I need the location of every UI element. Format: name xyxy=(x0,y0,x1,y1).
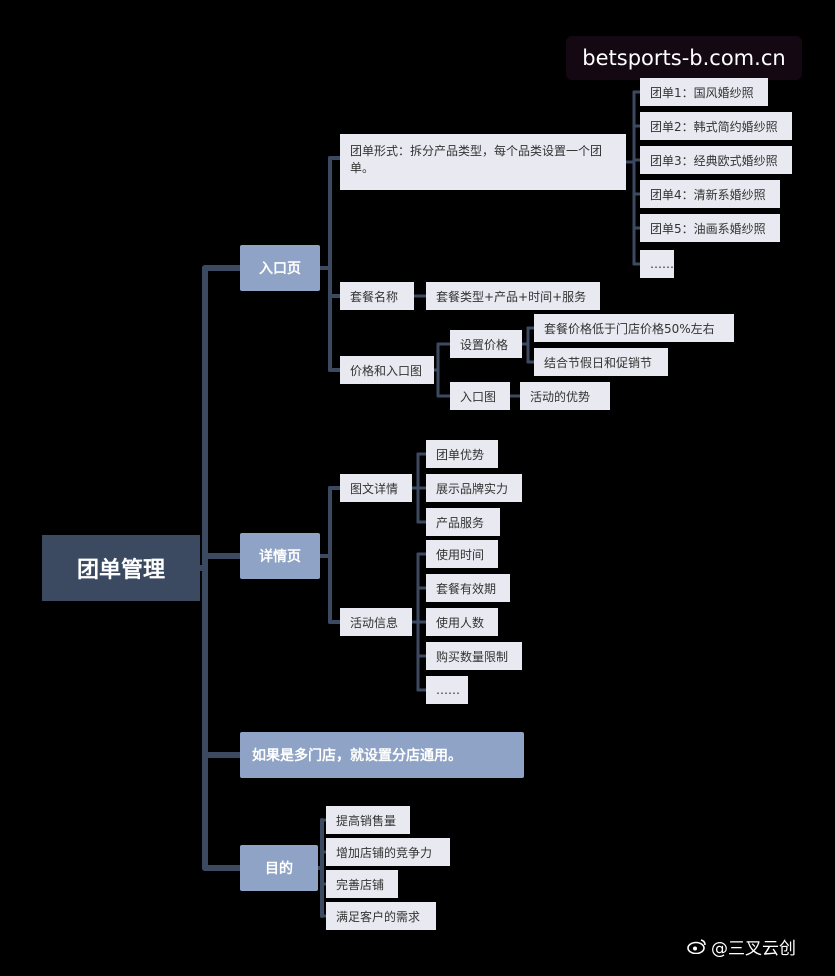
graphic-detail-node: 图文详情 xyxy=(340,474,412,502)
group-format-node: 团单形式：拆分产品类型，每个品类设置一个团单。 xyxy=(340,134,626,190)
entry-image-note: 活动的优势 xyxy=(520,382,610,410)
group-item-3: 团单3：经典欧式婚纱照 xyxy=(640,146,792,174)
price-rule-holiday: 结合节假日和促销节 xyxy=(534,348,668,376)
branch-detail-page: 详情页 xyxy=(240,533,320,579)
footer-credit: @三叉云创 xyxy=(687,930,827,962)
root-node: 团单管理 xyxy=(42,535,200,601)
price-rule-discount: 套餐价格低于门店价格50%左右 xyxy=(534,314,734,342)
activity-info-node: 活动信息 xyxy=(340,608,412,636)
purpose-item-improve-store: 完善店铺 xyxy=(326,870,398,898)
group-item-2: 团单2：韩式简约婚纱照 xyxy=(640,112,792,140)
graphic-item-brand: 展示品牌实力 xyxy=(426,474,522,502)
graphic-item-service: 产品服务 xyxy=(426,508,500,536)
purpose-item-competitiveness: 增加店铺的竞争力 xyxy=(326,838,450,866)
group-item-5: 团单5：油画系婚纱照 xyxy=(640,214,780,242)
group-item-4: 团单4：清新系婚纱照 xyxy=(640,180,780,208)
branch-entry-page: 入口页 xyxy=(240,245,320,291)
entry-image-node: 入口图 xyxy=(450,382,510,410)
package-formula-node: 套餐类型+产品+时间+服务 xyxy=(426,282,600,310)
group-item-more: …… xyxy=(640,250,674,278)
package-name-node: 套餐名称 xyxy=(340,282,414,310)
group-item-1: 团单1：国风婚纱照 xyxy=(640,78,768,106)
activity-item-validity: 套餐有效期 xyxy=(426,574,510,602)
purpose-item-sales: 提高销售量 xyxy=(326,806,410,834)
watermark: betsports-b.com.cn xyxy=(566,36,802,80)
price-entry-node: 价格和入口图 xyxy=(340,356,434,384)
branch-multi-store: 如果是多门店，就设置分店通用。 xyxy=(240,732,524,778)
activity-item-people: 使用人数 xyxy=(426,608,498,636)
activity-item-more: …… xyxy=(426,676,468,704)
weibo-icon xyxy=(687,938,707,955)
activity-item-time: 使用时间 xyxy=(426,540,498,568)
branch-purpose: 目的 xyxy=(240,845,318,891)
set-price-node: 设置价格 xyxy=(450,330,522,358)
graphic-item-advantage: 团单优势 xyxy=(426,440,498,468)
purpose-item-customer-needs: 满足客户的需求 xyxy=(326,902,436,930)
footer-text: @三叉云创 xyxy=(711,938,796,959)
activity-item-limit: 购买数量限制 xyxy=(426,642,522,670)
